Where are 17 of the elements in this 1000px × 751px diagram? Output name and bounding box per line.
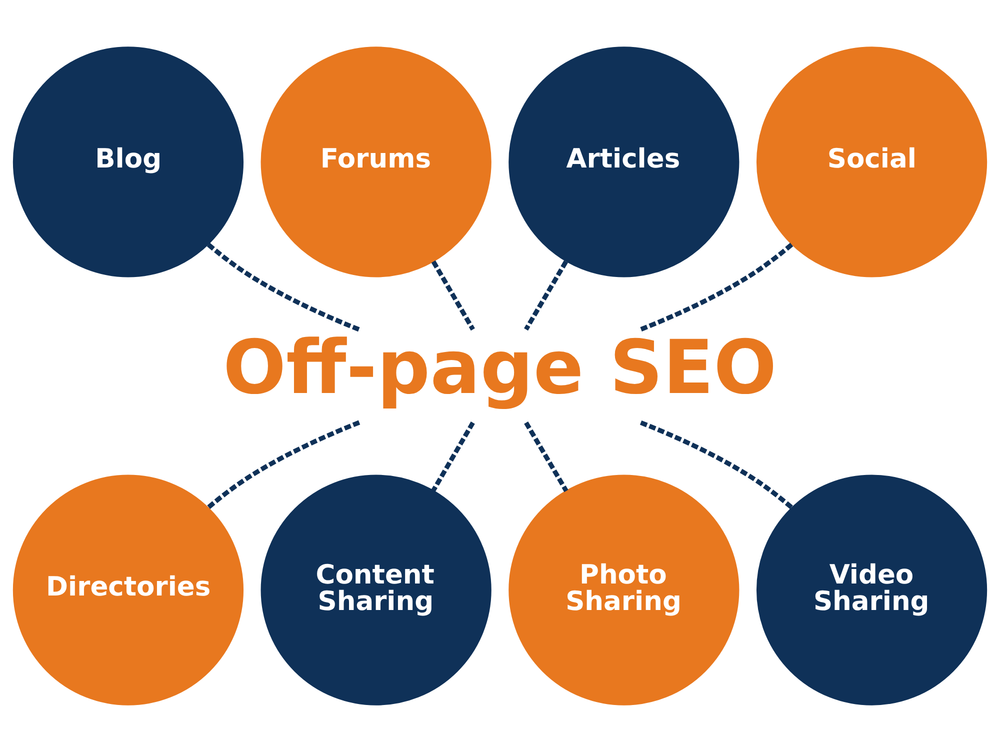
node-circle: Content Sharing [260, 474, 492, 705]
connector [524, 421, 568, 492]
connector [431, 421, 475, 492]
node-circle: Forums [260, 46, 492, 277]
node-circle: Directories [12, 474, 244, 705]
node-text: Off-page SEO [222, 323, 777, 410]
node-circle: Photo Sharing [508, 474, 740, 705]
node-circle: Articles [508, 46, 740, 277]
connector [524, 260, 568, 330]
connector [640, 420, 794, 509]
node-circle: Social [756, 46, 988, 277]
node-circle: Blog [12, 46, 244, 277]
connector [206, 242, 360, 332]
node-circle: Video Sharing [756, 474, 988, 705]
connector [431, 260, 475, 330]
connector [206, 420, 360, 509]
connector [640, 242, 794, 332]
